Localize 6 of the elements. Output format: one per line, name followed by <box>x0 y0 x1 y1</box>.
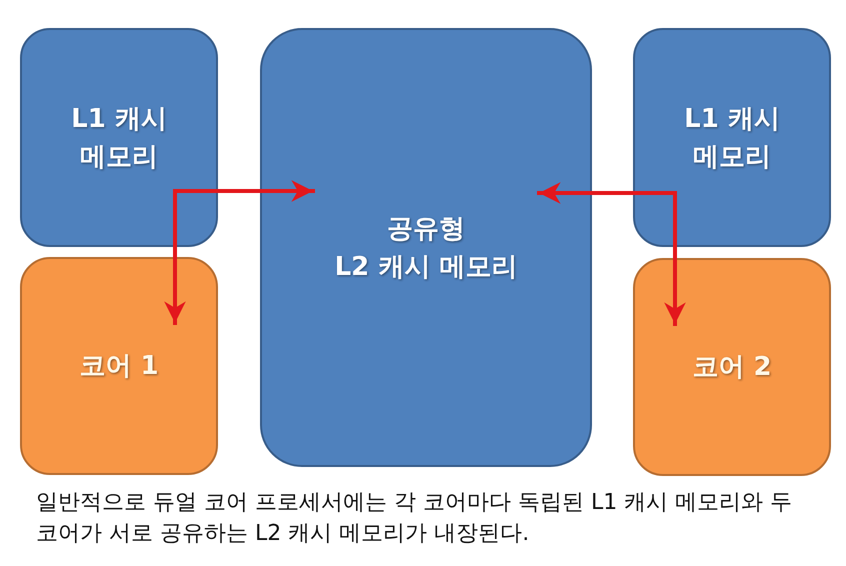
cache-box: 공유형 L2 캐시 메모리 <box>260 28 592 467</box>
caption: 일반적으로 듀얼 코어 프로세서에는 각 코어마다 독립된 L1 캐시 메모리와 두 코어가 서로 공유하는 L2 캐시 메모리가 내장된다. <box>36 489 794 548</box>
core-box: 코어 2 <box>633 258 831 476</box>
core-box: 코어 1 <box>20 257 218 475</box>
cache-box: L1 캐시 메모리 <box>20 28 218 247</box>
cache-box: L1 캐시 메모리 <box>633 28 831 247</box>
